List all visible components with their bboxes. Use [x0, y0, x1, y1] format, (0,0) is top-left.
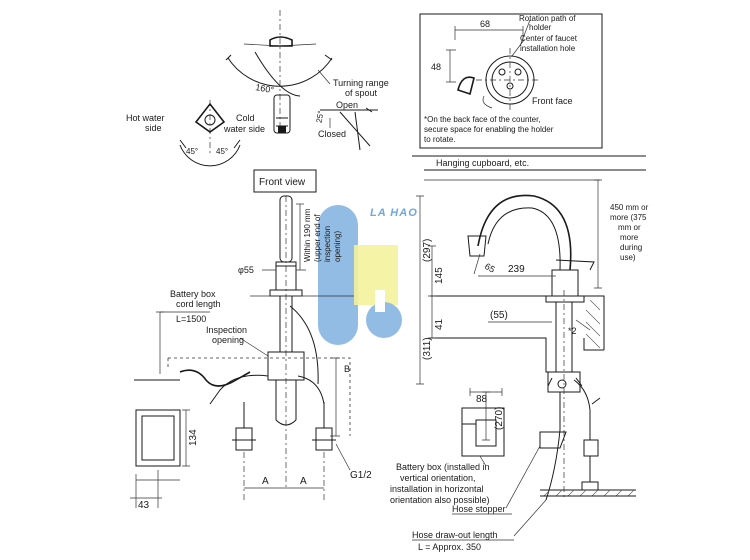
battery-box-note-2: vertical orientation,	[400, 473, 476, 483]
hose-stopper-label: Hose stopper	[452, 504, 506, 514]
dim-450-line-4: more	[620, 233, 639, 242]
supply-valves	[232, 402, 351, 500]
angle-right-label: 45°	[216, 147, 228, 156]
dim-297-label: (297)	[422, 239, 433, 262]
side-battery-box	[461, 388, 505, 457]
front-view-title-box	[253, 169, 317, 193]
hose-length-value: L = Approx. 350	[418, 542, 481, 552]
l1500-label: L=1500	[176, 314, 206, 324]
inspection-label-2: opening	[212, 335, 244, 345]
dim-68-label: 68	[480, 19, 490, 29]
dim-450-line-3: mm or	[618, 223, 641, 232]
turning-range-label-1: Turning range	[333, 78, 389, 88]
cold-side-label-1: Cold	[236, 113, 255, 123]
lever-range-view: 25°	[315, 107, 378, 151]
battery-cord-dimension	[156, 311, 210, 374]
note-line-2: secure space for enabling the holder	[424, 125, 554, 134]
dim-a2-label: A	[300, 476, 307, 487]
angle-left-label: 45°	[186, 147, 198, 156]
dim-b-label: B	[344, 364, 350, 374]
watermark-logo	[318, 205, 402, 345]
rotation-path-label-2: holder	[529, 23, 552, 32]
dim-450-line-1: 450 mm or	[610, 203, 649, 212]
dim-239-label: 239	[508, 264, 525, 275]
inspection-opening	[167, 337, 351, 437]
rotation-path-label-1: Rotation path of	[519, 14, 576, 23]
dim-41-label: 41	[434, 318, 445, 330]
cold-side-label-2: water side	[223, 124, 265, 134]
battery-box-note-3: installation in horizontal	[390, 484, 484, 494]
watermark-text: LA HAO	[370, 207, 418, 219]
battery-box-front	[130, 369, 251, 508]
hot-side-label-1: Hot water	[126, 113, 165, 123]
battery-box-note-1: Battery box (installed in	[396, 462, 490, 472]
spout-angle-label: 160°	[255, 82, 275, 95]
hot-side-label-2: side	[145, 123, 162, 133]
hanging-cupboard-label: Hanging cupboard, etc.	[436, 158, 529, 168]
dim-a1-label: A	[262, 476, 269, 487]
dim-145-label: 145	[434, 267, 445, 284]
dim-55-side-label: (55)	[490, 310, 508, 321]
battery-box-note-4: orientation also possible)	[390, 495, 490, 505]
dim-450-line-6: use)	[620, 253, 636, 262]
counter-section	[430, 295, 605, 393]
dim-43-label: 43	[138, 500, 150, 511]
floor-hatch	[540, 489, 636, 497]
battery-cord-label-2: cord length	[176, 299, 221, 309]
within-190-line-3: inspection	[323, 226, 332, 262]
front-face-label: Front face	[532, 96, 573, 106]
spout-turning-view	[225, 10, 333, 135]
dim-270-label: (270)	[494, 407, 505, 430]
star2-label: *2	[568, 326, 577, 336]
g12-label: G1/2	[350, 470, 372, 481]
within-190-line-1: Within 190 mm	[303, 208, 312, 262]
dim-134-label: 134	[188, 429, 199, 446]
center-label-1: Center of faucet	[520, 34, 578, 43]
battery-cord-label-1: Battery box	[170, 289, 216, 299]
lever-angle-label: 25°	[315, 110, 326, 123]
closed-label: Closed	[318, 129, 346, 139]
side-dimensions	[416, 195, 565, 500]
hanging-cupboard	[412, 155, 646, 181]
hose-length-label: Hose draw-out length	[412, 530, 498, 540]
center-label-2: installation hole	[520, 44, 576, 53]
side-piping	[539, 377, 601, 501]
inspection-label-1: Inspection	[206, 325, 247, 335]
open-label: Open	[336, 100, 358, 110]
front-view-faucet	[209, 195, 354, 490]
note-line-3: to rotate.	[424, 135, 456, 144]
dim-450-line-5: during	[620, 243, 642, 252]
within-190-dimension	[296, 203, 304, 270]
dim-450-line-2: more (375	[610, 213, 647, 222]
note-line-1: *On the back face of the counter,	[424, 115, 541, 124]
dia-55-label: φ55	[238, 265, 254, 275]
clearance-dimension	[594, 179, 602, 289]
front-view-title: Front view	[259, 177, 306, 188]
within-190-line-4: opening)	[333, 231, 342, 262]
dim-311-label: (311)	[422, 337, 433, 360]
dim-65-label: 65	[483, 261, 497, 275]
dim-48-label: 48	[431, 62, 441, 72]
hot-cold-view	[179, 100, 241, 167]
side-view-faucet	[467, 194, 595, 303]
holder-rotation-box	[419, 13, 603, 149]
within-190-line-2: (upper end of	[313, 214, 322, 262]
turning-range-label-2: of spout	[345, 88, 378, 98]
dim-88-label: 88	[476, 394, 488, 405]
